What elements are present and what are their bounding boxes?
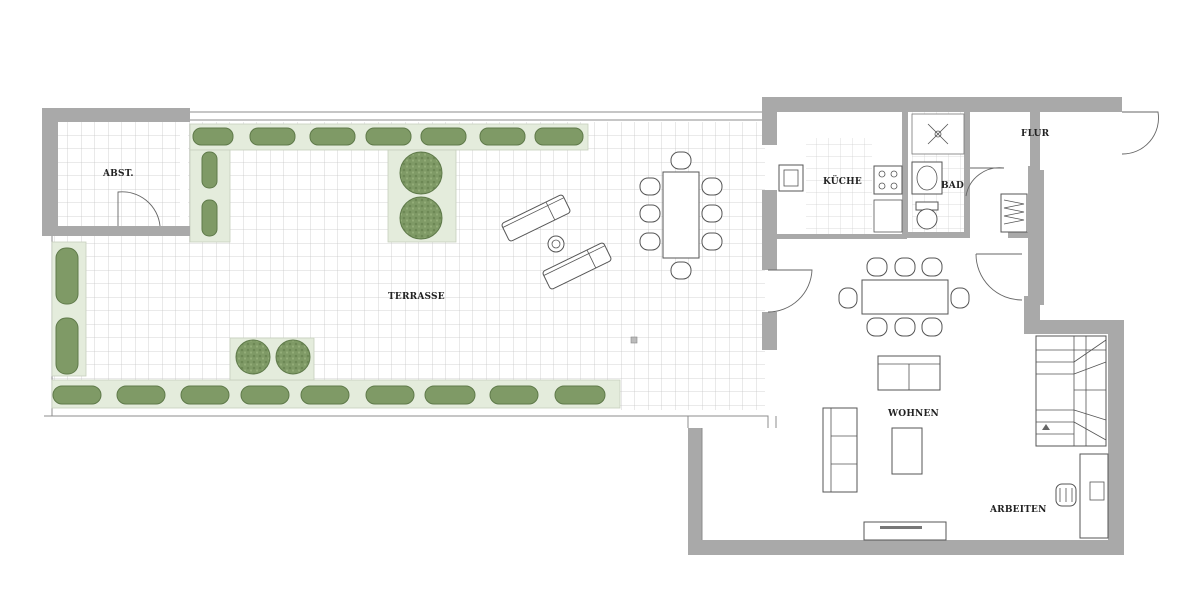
hall-door xyxy=(975,253,1023,301)
sofa-icon xyxy=(877,355,941,391)
sink-icon xyxy=(778,164,804,192)
shower-icon xyxy=(911,113,965,155)
storage-room: ABST. xyxy=(42,108,190,236)
label-terrasse: TERRASSE xyxy=(388,292,445,302)
tv-icon xyxy=(863,521,947,541)
entrance-door xyxy=(1121,111,1159,155)
office-chair-icon xyxy=(1055,483,1077,507)
chair-icon xyxy=(639,151,723,280)
sofa-icon xyxy=(822,407,858,493)
label-bad: BAD xyxy=(941,181,964,191)
toilet-icon xyxy=(915,201,939,230)
terrace-door xyxy=(767,269,813,313)
apartment: KÜCHE BAD FLUR xyxy=(688,97,1159,555)
outer-walls xyxy=(688,97,1124,555)
label-flur: FLUR xyxy=(1021,129,1050,139)
tree-icon xyxy=(235,151,443,375)
radiator-icon xyxy=(1000,193,1028,233)
stove-icon xyxy=(873,165,903,195)
label-abst: ABST. xyxy=(102,169,134,179)
storage-door xyxy=(117,191,161,227)
hedge-icon xyxy=(52,127,606,405)
label-kueche: KÜCHE xyxy=(823,174,862,187)
label-wohnen: WOHNEN xyxy=(887,409,939,419)
dining-table-icon xyxy=(838,257,970,337)
desk-icon xyxy=(1079,453,1109,539)
drain-icon xyxy=(630,336,638,344)
terrace-outline xyxy=(44,111,769,428)
chair-icon xyxy=(838,257,970,337)
kitchen-tiles xyxy=(806,138,872,236)
bath-door xyxy=(965,167,1005,197)
dining-table-icon xyxy=(639,151,723,280)
coffee-table-icon xyxy=(891,427,923,475)
sun-lounger-icon xyxy=(501,194,612,290)
label-arbeiten: ARBEITEN xyxy=(989,505,1047,515)
sink-icon xyxy=(911,161,943,195)
staircase-icon xyxy=(1035,335,1107,447)
